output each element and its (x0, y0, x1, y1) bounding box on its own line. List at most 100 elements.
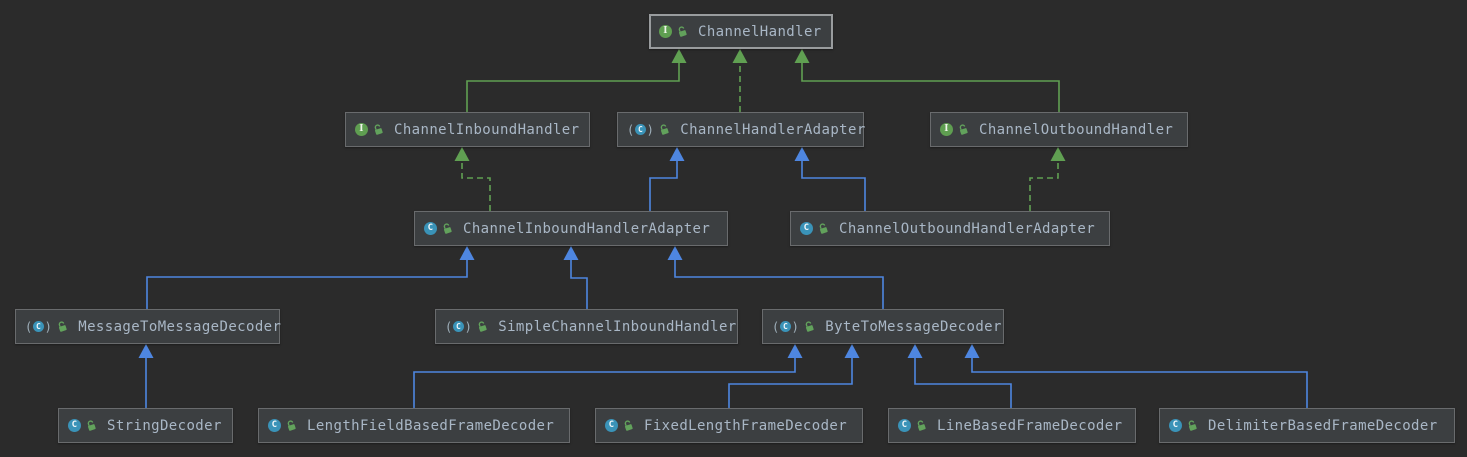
node-icons: (C) (25, 320, 69, 333)
class-icon: C (268, 419, 281, 432)
node-icons: C (424, 222, 454, 235)
class-node-MessageToMessageDecoder[interactable]: (C) MessageToMessageDecoder (15, 309, 282, 344)
node-icons: C (68, 419, 98, 432)
public-lock-icon (85, 419, 98, 432)
arrowhead-icon (907, 344, 923, 358)
arrowhead-icon (667, 246, 683, 260)
public-lock-icon (658, 123, 671, 136)
node-label: ChannelHandlerAdapter (680, 121, 866, 138)
node-icons: I (940, 123, 970, 136)
node-icons: C (1169, 419, 1199, 432)
public-lock-icon (285, 419, 298, 432)
abstract-class-icon: (C) (772, 319, 800, 334)
arrowhead-icon (732, 49, 748, 63)
arrowhead-icon (669, 147, 685, 161)
abstract-class-icon: (C) (445, 319, 473, 334)
edge-extends-ChannelInboundHandler-to-ChannelHandler (466, 62, 680, 112)
node-icons: I (659, 25, 689, 38)
node-label: ChannelInboundHandler (394, 121, 580, 138)
edge-extends-FixedLengthFrameDecoder-to-ByteToMessageDecoder (728, 357, 853, 408)
class-letter: C (780, 321, 792, 332)
arrowhead-icon (459, 246, 475, 260)
node-icons: (C) (772, 320, 816, 333)
interface-icon: I (659, 25, 672, 38)
node-icons: C (268, 419, 298, 432)
abstract-class-icon: (C) (627, 122, 655, 137)
public-lock-icon (372, 123, 385, 136)
node-label: LineBasedFrameDecoder (937, 417, 1123, 434)
class-node-ChannelOutboundHandlerAdapter[interactable]: C ChannelOutboundHandlerAdapter (790, 211, 1110, 246)
class-node-ByteToMessageDecoder[interactable]: (C) ByteToMessageDecoder (762, 309, 1004, 344)
class-icon: C (68, 419, 81, 432)
interface-icon: I (355, 123, 368, 136)
node-icons: C (898, 419, 928, 432)
class-icon: C (800, 222, 813, 235)
class-node-LineBasedFrameDecoder[interactable]: C LineBasedFrameDecoder (888, 408, 1136, 443)
class-letter: C (635, 124, 647, 135)
arrowhead-icon (138, 344, 154, 358)
node-label: FixedLengthFrameDecoder (644, 417, 848, 434)
edge-extends-ChannelOutboundHandler-to-ChannelHandler (801, 62, 1060, 112)
public-lock-icon (441, 222, 454, 235)
node-icons: C (800, 222, 830, 235)
node-icons: (C) (445, 320, 489, 333)
edge-extends-MessageToMessageDecoder-to-ChannelInboundHandlerAdapter (146, 259, 468, 309)
class-node-ChannelHandlerAdapter[interactable]: (C) ChannelHandlerAdapter (617, 112, 866, 147)
edge-extends-ByteToMessageDecoder-to-ChannelInboundHandlerAdapter (674, 259, 884, 309)
edge-extends-ChannelOutboundHandlerAdapter-to-ChannelHandlerAdapter (801, 160, 866, 211)
class-node-FixedLengthFrameDecoder[interactable]: C FixedLengthFrameDecoder (595, 408, 863, 443)
arrowhead-icon (787, 344, 803, 358)
public-lock-icon (817, 222, 830, 235)
arrowhead-icon (563, 246, 579, 260)
public-lock-icon (676, 25, 689, 38)
class-node-ChannelHandler[interactable]: I ChannelHandler (649, 14, 833, 49)
public-lock-icon (915, 419, 928, 432)
class-icon: C (424, 222, 437, 235)
node-label: SimpleChannelInboundHandler (498, 318, 737, 335)
class-icon: C (605, 419, 618, 432)
class-letter: C (453, 321, 465, 332)
arrowhead-icon (964, 344, 980, 358)
class-letter: C (33, 321, 45, 332)
node-label: ChannelOutboundHandlerAdapter (839, 220, 1096, 237)
edge-extends-LineBasedFrameDecoder-to-ByteToMessageDecoder (914, 357, 1012, 408)
class-node-ChannelInboundHandlerAdapter[interactable]: C ChannelInboundHandlerAdapter (414, 211, 728, 246)
node-label: DelimiterBasedFrameDecoder (1208, 417, 1438, 434)
node-label: ChannelOutboundHandler (979, 121, 1174, 138)
arrowhead-icon (1050, 147, 1066, 161)
arrowhead-icon (671, 49, 687, 63)
edge-implements-ChannelOutboundHandlerAdapter-to-ChannelOutboundHandler (1029, 160, 1059, 211)
public-lock-icon (56, 320, 69, 333)
class-icon: C (1169, 419, 1182, 432)
abstract-class-icon: (C) (25, 319, 53, 334)
arrowhead-icon (454, 147, 470, 161)
class-node-ChannelOutboundHandler[interactable]: I ChannelOutboundHandler (930, 112, 1188, 147)
edge-extends-ChannelInboundHandlerAdapter-to-ChannelHandlerAdapter (649, 160, 678, 211)
node-label: ChannelInboundHandlerAdapter (463, 220, 711, 237)
class-node-LengthFieldBasedFrameDecoder[interactable]: C LengthFieldBasedFrameDecoder (258, 408, 570, 443)
edge-extends-DelimiterBasedFrameDecoder-to-ByteToMessageDecoder (971, 357, 1308, 408)
edge-extends-SimpleChannelInboundHandler-to-ChannelInboundHandlerAdapter (570, 259, 588, 309)
edge-implements-ChannelInboundHandlerAdapter-to-ChannelInboundHandler (461, 160, 491, 211)
node-label: LengthFieldBasedFrameDecoder (307, 417, 555, 434)
node-icons: I (355, 123, 385, 136)
node-icons: (C) (627, 123, 671, 136)
class-node-DelimiterBasedFrameDecoder[interactable]: C DelimiterBasedFrameDecoder (1159, 408, 1455, 443)
class-node-SimpleChannelInboundHandler[interactable]: (C) SimpleChannelInboundHandler (435, 309, 738, 344)
arrowhead-icon (794, 147, 810, 161)
public-lock-icon (957, 123, 970, 136)
public-lock-icon (476, 320, 489, 333)
node-icons: C (605, 419, 635, 432)
class-icon: C (898, 419, 911, 432)
arrowhead-icon (844, 344, 860, 358)
public-lock-icon (803, 320, 816, 333)
node-label: MessageToMessageDecoder (78, 318, 282, 335)
node-label: ByteToMessageDecoder (825, 318, 1002, 335)
public-lock-icon (1186, 419, 1199, 432)
class-node-ChannelInboundHandler[interactable]: I ChannelInboundHandler (345, 112, 590, 147)
interface-icon: I (940, 123, 953, 136)
node-label: ChannelHandler (698, 23, 822, 40)
